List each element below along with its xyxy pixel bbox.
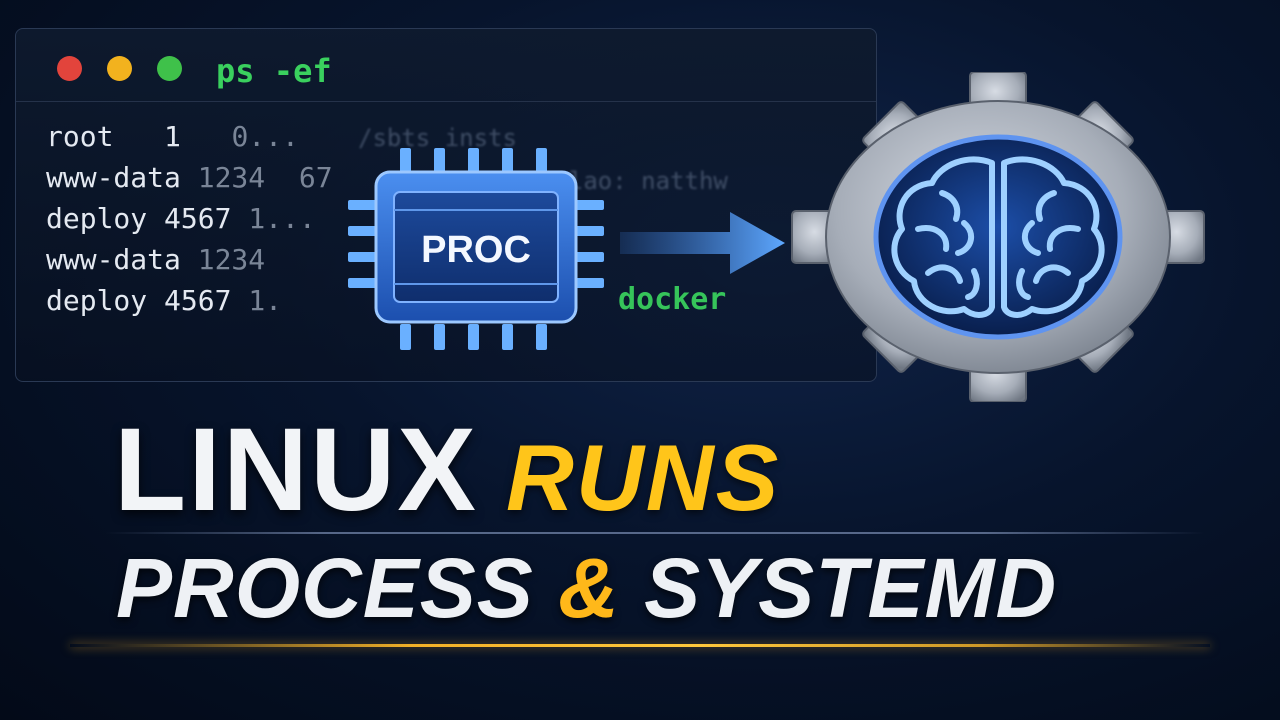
process-row: root 1 0... (46, 116, 333, 157)
process-row: deploy 4567 1... (46, 198, 333, 239)
docker-label: docker (618, 282, 727, 317)
process-user: deploy (46, 284, 148, 317)
headline-line-1: LINUX RUNS (114, 402, 780, 538)
maximize-window-dot[interactable] (157, 56, 182, 81)
headline-line-2: PROCESS & SYSTEMD (116, 540, 1057, 637)
glow-divider (70, 644, 1210, 647)
process-user: deploy (46, 202, 148, 235)
headline-runs: RUNS (506, 425, 781, 530)
headline-ampersand: & (558, 541, 620, 635)
process-user: root (46, 120, 114, 153)
minimize-window-dot[interactable] (107, 56, 132, 81)
process-rest: 67 (298, 161, 333, 194)
headline-systemd: SYSTEMD (619, 541, 1058, 635)
process-user: www-data (46, 243, 181, 276)
process-pid: 1234 (197, 161, 266, 194)
process-list: root 1 0... www-data 1234 67 deploy 4567… (46, 116, 333, 321)
process-rest: 1. (248, 284, 283, 317)
process-pid: 1 (164, 120, 181, 153)
divider (105, 532, 1205, 534)
cpu-chip-icon: PROC (348, 148, 604, 350)
process-row: deploy 4567 1. (46, 280, 333, 321)
terminal-title-bar (16, 29, 876, 102)
arrow-right-icon (620, 212, 785, 274)
chip-label: PROC (421, 229, 531, 271)
terminal-command: ps -ef (216, 52, 332, 90)
process-pid: 4567 (164, 284, 232, 317)
process-pid: 1234 (197, 243, 266, 276)
blurred-terminal-text: /sbts insts (358, 124, 517, 152)
process-pid: 4567 (164, 202, 232, 235)
process-row: www-data 1234 (46, 239, 333, 280)
process-rest: 0... (231, 120, 299, 153)
process-rest: 1... (248, 202, 316, 235)
close-window-dot[interactable] (57, 56, 82, 81)
headline-process: PROCESS (116, 541, 559, 635)
process-row: www-data 1234 67 (46, 157, 333, 198)
gear-brain-icon (791, 72, 1205, 402)
headline-linux: LINUX (114, 404, 478, 536)
process-user: www-data (46, 161, 181, 194)
